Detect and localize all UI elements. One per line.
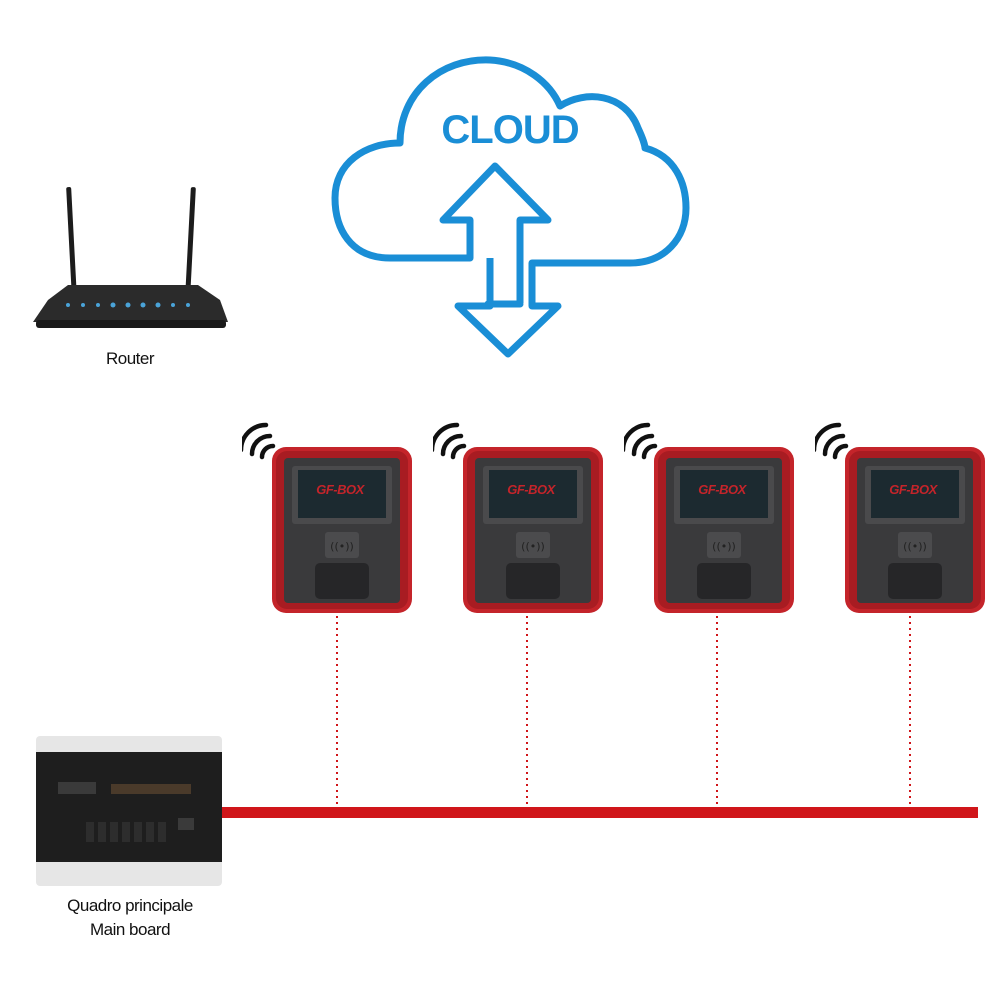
charger-screen <box>298 470 386 518</box>
charger-unit-4: ((•)) GF-BOX <box>811 420 990 615</box>
wifi-signal-icon <box>620 422 658 460</box>
router-body <box>33 285 228 322</box>
router-antenna-left <box>66 187 78 302</box>
rfid-reader <box>707 532 741 558</box>
charger-unit-1: ((•)) GF-BOX <box>238 420 417 615</box>
router-leds <box>66 302 190 308</box>
charger-unit-2: ((•)) GF-BOX <box>429 420 608 615</box>
wifi-router-icon <box>33 187 228 328</box>
cloud-label: CLOUD <box>441 108 579 152</box>
cloud-upload-download-icon <box>331 56 690 358</box>
charger-unit-3: ((•)) GF-BOX <box>620 420 799 615</box>
rfid-reader <box>516 532 550 558</box>
router-antenna-right <box>184 187 196 302</box>
rfid-reader <box>325 532 359 558</box>
charging-socket <box>315 563 369 599</box>
router-base <box>36 320 226 328</box>
svg-text:((•)): ((•)) <box>903 540 927 553</box>
charging-socket <box>697 563 751 599</box>
router-label: Router <box>105 349 155 368</box>
charger-screen <box>489 470 577 518</box>
main-board-label-en: Main board <box>89 920 171 939</box>
board-door <box>36 752 222 862</box>
main-board-label-it: Quadro principale <box>67 896 193 915</box>
charging-socket <box>506 563 560 599</box>
charger-screen <box>680 470 768 518</box>
wifi-signal-icon <box>429 422 467 460</box>
power-wiring <box>222 616 978 818</box>
charging-socket <box>888 563 942 599</box>
svg-text:((•)): ((•)) <box>330 540 354 553</box>
main-board-label: Quadro principale Main board <box>30 894 230 942</box>
upload-arrow <box>439 162 552 303</box>
download-arrow <box>454 258 562 358</box>
cloud-outline <box>331 56 690 267</box>
wifi-signal-icon <box>811 422 849 460</box>
main-power-line <box>222 807 978 818</box>
electrical-panel-icon <box>36 736 222 886</box>
rfid-reader <box>898 532 932 558</box>
svg-text:((•)): ((•)) <box>521 540 545 553</box>
charger-screen <box>871 470 959 518</box>
charger-screen-logo: GF-BOX <box>889 482 937 497</box>
svg-text:((•)): ((•)) <box>712 540 736 553</box>
charger-screen-logo: GF-BOX <box>316 482 364 497</box>
charger-screen-logo: GF-BOX <box>507 482 555 497</box>
wifi-signal-icon <box>238 422 276 460</box>
charger-screen-logo: GF-BOX <box>698 482 746 497</box>
